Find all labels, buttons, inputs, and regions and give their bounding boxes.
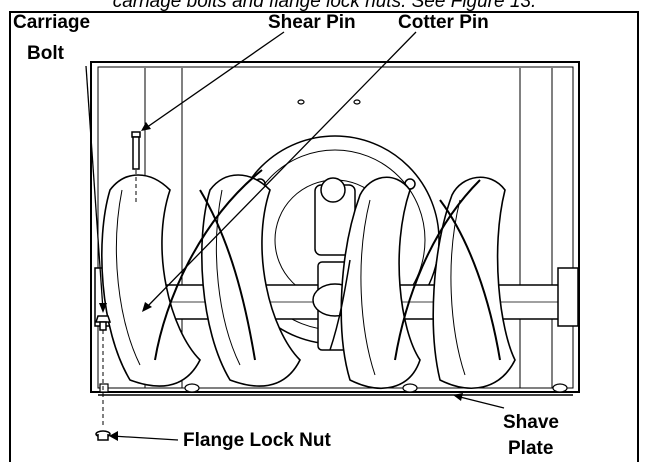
label-shave: Shave (503, 412, 559, 433)
label-shear-pin: Shear Pin (268, 12, 356, 33)
auger-flights (101, 169, 516, 389)
label-bolt: Bolt (27, 43, 64, 64)
label-carriage: Carriage (13, 12, 91, 33)
leader-lines (85, 31, 505, 441)
shear-pin (131, 131, 141, 205)
carriage-bolt (94, 315, 112, 425)
flange-lock-nut (95, 430, 111, 441)
figure-caption: carriage bolts and flange lock nuts. See… (112, 0, 537, 12)
housing-feet (99, 383, 568, 393)
housing-holes (297, 99, 361, 105)
leader-arrowheads (99, 122, 463, 441)
figure-frame (9, 11, 639, 462)
label-flange-lock-nut: Flange Lock Nut (183, 430, 331, 451)
label-cotter-pin: Cotter Pin (398, 12, 489, 33)
label-plate: Plate (508, 438, 554, 459)
